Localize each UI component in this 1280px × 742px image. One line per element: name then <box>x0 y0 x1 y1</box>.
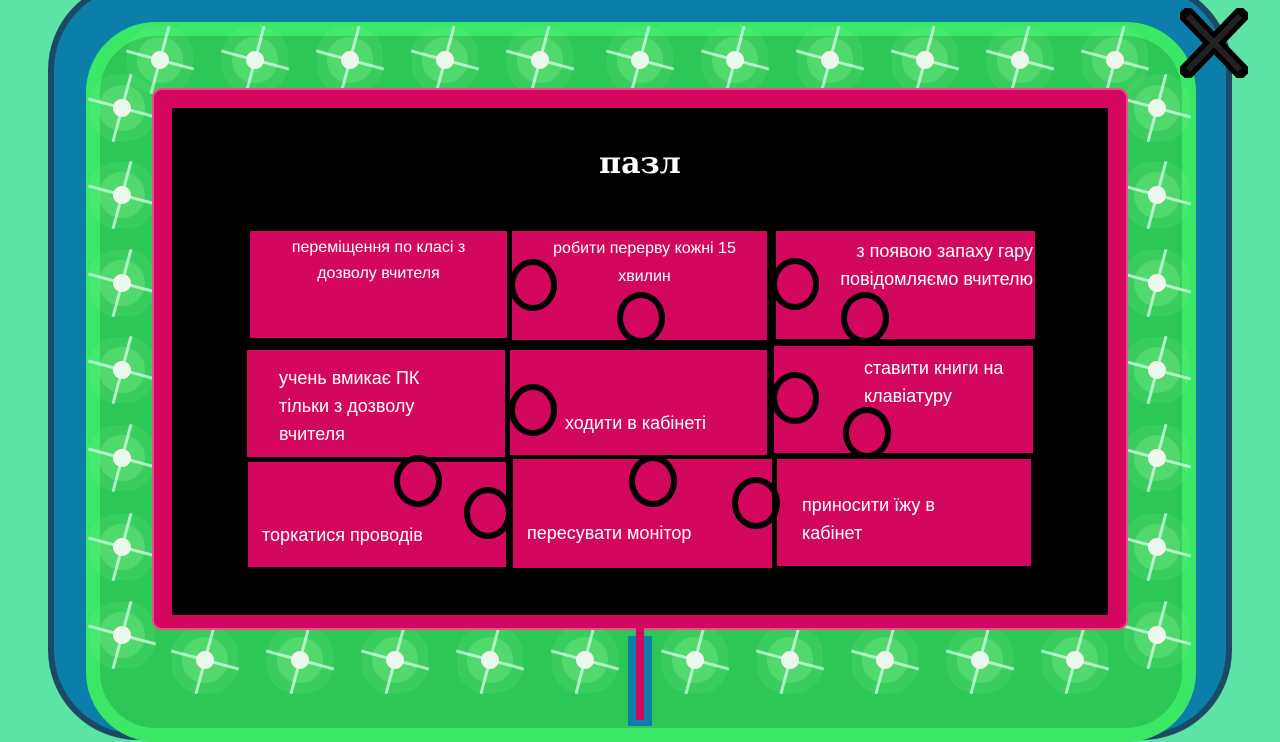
piece-label: з появою запаху гару повідомляємо вчител… <box>840 241 1033 289</box>
light-bulb <box>113 186 131 204</box>
light-bulb <box>291 651 309 669</box>
light-bulb <box>1148 186 1166 204</box>
puzzle-knob <box>841 292 889 344</box>
light-bulb <box>1148 274 1166 292</box>
puzzle-knob <box>732 477 780 529</box>
light-bulb <box>1148 626 1166 644</box>
puzzle-knob <box>394 455 442 507</box>
light-bulb <box>481 651 499 669</box>
piece-label: пересувати монітор <box>527 523 692 543</box>
piece-label: ставити книги на клавіатуру <box>864 358 1004 406</box>
piece-label: учень вмикає ПК тільки з дозволу вчителя <box>279 368 420 444</box>
light-bulb <box>631 51 649 69</box>
light-bulb <box>1106 51 1124 69</box>
puzzle-knob <box>629 455 677 507</box>
puzzle-piece[interactable]: переміщення по класі з дозволу вчителя <box>250 231 507 338</box>
light-bulb <box>113 626 131 644</box>
light-bulb <box>781 651 799 669</box>
light-bulb <box>1148 449 1166 467</box>
light-bulb <box>113 449 131 467</box>
puzzle-piece[interactable]: з появою запаху гару повідомляємо вчител… <box>776 231 1035 339</box>
close-x-icon[interactable] <box>1176 4 1252 82</box>
light-bulb <box>113 361 131 379</box>
light-bulb <box>531 51 549 69</box>
light-bulb <box>686 651 704 669</box>
light-bulb <box>726 51 744 69</box>
puzzle-knob <box>843 407 891 459</box>
light-bulb <box>196 651 214 669</box>
light-bulb <box>916 51 934 69</box>
piece-label: переміщення по класі з дозволу вчителя <box>291 239 466 282</box>
light-bulb <box>246 51 264 69</box>
light-bulb <box>1066 651 1084 669</box>
puzzle-piece[interactable]: приносити їжу в кабінет <box>777 459 1031 566</box>
puzzle-piece[interactable]: учень вмикає ПК тільки з дозволу вчителя <box>247 350 505 457</box>
piece-label: торкатися проводів <box>262 525 423 545</box>
piece-label: робити перерву кожні 15 хвилин <box>553 240 736 285</box>
light-bulb <box>386 651 404 669</box>
light-bulb <box>576 651 594 669</box>
puzzle-knob <box>464 487 512 539</box>
piece-label: ходити в кабінеті <box>565 413 707 433</box>
light-bulb <box>1148 538 1166 556</box>
light-bulb <box>113 538 131 556</box>
puzzle-knob <box>771 372 819 424</box>
light-bulb <box>113 99 131 117</box>
screen-stand <box>636 628 644 720</box>
light-bulb <box>971 651 989 669</box>
light-bulb <box>1011 51 1029 69</box>
light-bulb <box>113 274 131 292</box>
light-bulb <box>876 651 894 669</box>
light-bulb <box>821 51 839 69</box>
light-bulb <box>341 51 359 69</box>
light-bulb <box>151 51 169 69</box>
puzzle-knob <box>509 259 557 311</box>
light-bulb <box>1148 99 1166 117</box>
puzzle-knob <box>617 292 665 344</box>
puzzle-piece[interactable]: торкатися проводів <box>248 462 506 567</box>
page-title: пазл <box>599 146 681 181</box>
light-bulb <box>1148 361 1166 379</box>
light-bulb <box>436 51 454 69</box>
piece-label: приносити їжу в кабінет <box>802 495 935 543</box>
puzzle-knob <box>509 384 557 436</box>
puzzle-knob <box>771 258 819 310</box>
